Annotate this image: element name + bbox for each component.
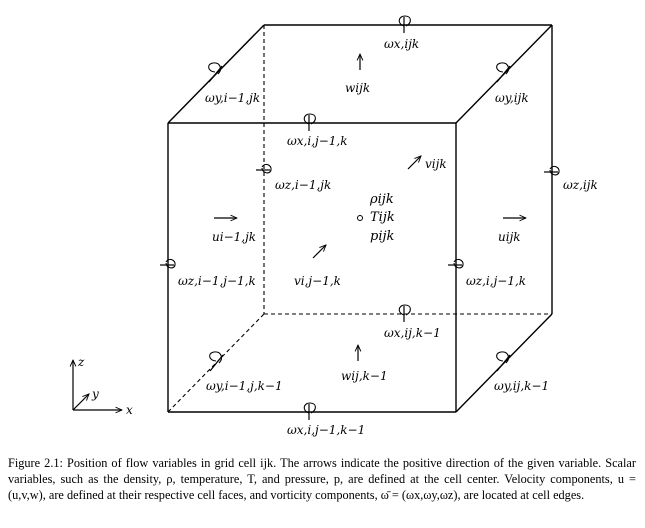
label-u-ijk: uijk [498,230,521,244]
v-i-jm1-k-arrow-icon [312,245,326,259]
curl-omega-y-im1-jk-icon [208,62,223,83]
velocity-arrows [214,54,526,361]
label-omega-y-ij-km1: ωy,ij,k−1 [494,379,549,393]
curl-omega-z-im1-jm1-k-icon [160,258,176,269]
z-axis-label: z [77,355,85,369]
label-w-ij-km1: wij,k−1 [341,369,388,383]
grid-cell-diagram: ωx,ijk wijk ωy,i−1,jk ωy,ijk ωx,i,j−1,k … [0,15,598,437]
label-v-ijk: vijk [425,157,447,171]
figure-caption: Figure 2.1: Position of flow variables i… [8,456,636,502]
label-omega-y-im1-jk: ωy,i−1,jk [205,91,260,105]
label-T-ijk: Tijk [370,210,395,225]
y-axis-label: y [91,387,99,401]
curl-omega-x-i-jm1-km1-icon [303,402,316,420]
coordinate-axes: z y x [73,355,133,417]
bottom-left-hidden-edge [167,313,265,413]
label-omega-x-ijk: ωx,ijk [384,37,419,51]
label-omega-z-ijk: ωz,ijk [563,178,598,192]
label-rho-ijk: ρijk [369,192,394,207]
label-omega-x-i-jm1-k: ωx,i,j−1,k [287,134,348,148]
v-ijk-arrow-icon [407,156,421,170]
label-omega-z-i-jm1-k: ωz,i,j−1,k [466,274,526,288]
label-u-im1-jk: ui−1,jk [212,230,256,244]
cell-center-marker-icon [357,215,363,221]
label-w-ijk: wijk [345,81,370,95]
x-axis-label: x [126,403,133,417]
curl-omega-y-ijk-icon [496,62,511,83]
vorticity-curl-symbols [160,15,560,420]
label-omega-x-ij-km1: ωx,ij,k−1 [384,326,441,340]
curl-omega-z-ijk-icon [544,165,560,176]
curl-omega-z-i-jm1-k-icon [448,258,464,269]
label-omega-y-ijk: ωy,ijk [495,91,529,105]
curl-omega-x-ijk-icon [398,15,411,33]
curl-omega-y-ij-km1-icon [496,351,511,372]
curl-omega-x-ij-km1-icon [398,304,411,322]
curl-omega-x-i-jm1-k-icon [303,113,316,131]
variable-labels: ωx,ijk wijk ωy,i−1,jk ωy,ijk ωx,i,j−1,k … [178,37,598,437]
label-p-ijk: pijk [370,229,395,244]
label-omega-y-im1-j-km1: ωy,i−1,j,k−1 [206,379,283,393]
y-axis-arrow-icon [72,394,89,411]
curl-omega-y-im1-j-km1-icon [209,351,224,372]
label-omega-z-im1-jk: ωz,i−1,jk [275,178,331,192]
curl-omega-z-im1-jk-icon [256,163,272,174]
label-v-i-jm1-k: vi,j−1,k [294,274,341,288]
label-omega-x-i-jm1-km1: ωx,i,j−1,k−1 [287,423,365,437]
label-omega-z-im1-jm1-k: ωz,i−1,j−1,k [178,274,256,288]
